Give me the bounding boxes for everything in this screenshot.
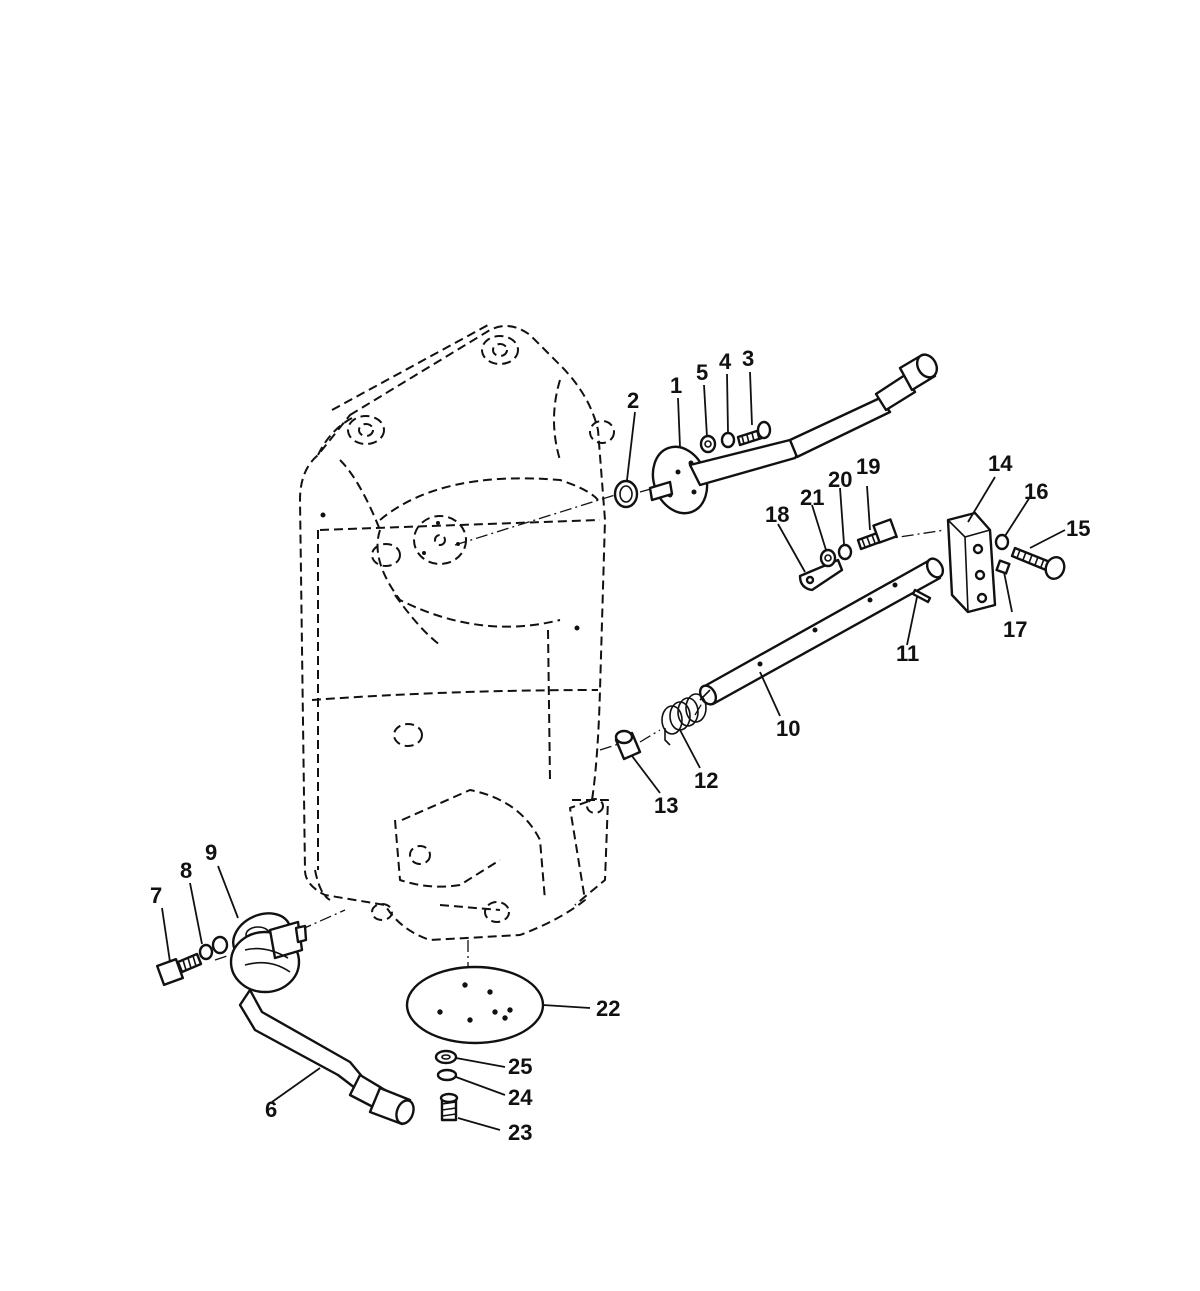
callout-12: 12 bbox=[694, 768, 718, 793]
callout-2: 2 bbox=[627, 388, 639, 413]
o-ring-2 bbox=[613, 479, 639, 509]
leader-lines bbox=[161, 371, 1066, 1131]
callout-16: 16 bbox=[1024, 479, 1048, 504]
callout-11: 11 bbox=[896, 641, 919, 666]
lever-18 bbox=[798, 558, 844, 592]
callout-19: 19 bbox=[856, 454, 880, 479]
callout-13: 13 bbox=[654, 793, 678, 818]
washer-8 bbox=[211, 935, 229, 955]
callout-18: 18 bbox=[765, 502, 789, 527]
washer-21-hole bbox=[824, 554, 832, 562]
screw-15 bbox=[1010, 546, 1066, 580]
screw-7 bbox=[155, 952, 203, 987]
washer-20 bbox=[837, 543, 853, 561]
callout-1: 1 bbox=[670, 373, 682, 398]
callout-21: 21 bbox=[800, 485, 824, 510]
washer-21 bbox=[819, 548, 837, 568]
bolt-19 bbox=[856, 518, 898, 551]
pin-11 bbox=[911, 588, 932, 604]
housing bbox=[299, 324, 615, 941]
cover-plate-22 bbox=[405, 965, 545, 1045]
lockwasher-24 bbox=[436, 1068, 458, 1082]
o-ring-2-inner bbox=[619, 485, 633, 503]
callout-24: 24 bbox=[508, 1085, 533, 1110]
clamp-14 bbox=[946, 511, 997, 614]
callout-5: 5 bbox=[696, 360, 708, 385]
washer-16 bbox=[994, 533, 1010, 551]
callout-7: 7 bbox=[150, 883, 162, 908]
callout-4: 4 bbox=[719, 349, 732, 374]
setscrew-17 bbox=[995, 559, 1011, 575]
callout-labels: 1 2 3 4 5 6 7 8 9 10 11 12 13 14 15 16 1… bbox=[150, 346, 1090, 1145]
callout-23: 23 bbox=[508, 1120, 532, 1145]
callout-15: 15 bbox=[1066, 516, 1090, 541]
callout-3: 3 bbox=[742, 346, 754, 371]
washer-25-hole bbox=[441, 1054, 451, 1060]
callout-9: 9 bbox=[205, 840, 217, 865]
washer-5 bbox=[699, 434, 717, 454]
sensor-assembly-1 bbox=[648, 353, 939, 515]
callout-14: 14 bbox=[988, 451, 1013, 476]
bushing-13 bbox=[614, 729, 642, 761]
callout-22: 22 bbox=[596, 996, 620, 1021]
spring-12 bbox=[661, 689, 711, 746]
screw-23 bbox=[439, 1092, 459, 1122]
screw-3 bbox=[736, 420, 772, 447]
sensor-assembly-9 bbox=[229, 912, 415, 1126]
callout-17: 17 bbox=[1003, 617, 1027, 642]
callout-25: 25 bbox=[508, 1054, 532, 1079]
washer-5-hole bbox=[704, 440, 712, 448]
callout-10: 10 bbox=[776, 716, 800, 741]
lockwasher-4 bbox=[720, 431, 736, 449]
callout-20: 20 bbox=[828, 467, 852, 492]
shaft-10 bbox=[698, 557, 945, 706]
lockwasher-8 bbox=[198, 943, 214, 961]
callout-6: 6 bbox=[265, 1097, 277, 1122]
callout-8: 8 bbox=[180, 858, 192, 883]
washer-25 bbox=[434, 1049, 458, 1065]
